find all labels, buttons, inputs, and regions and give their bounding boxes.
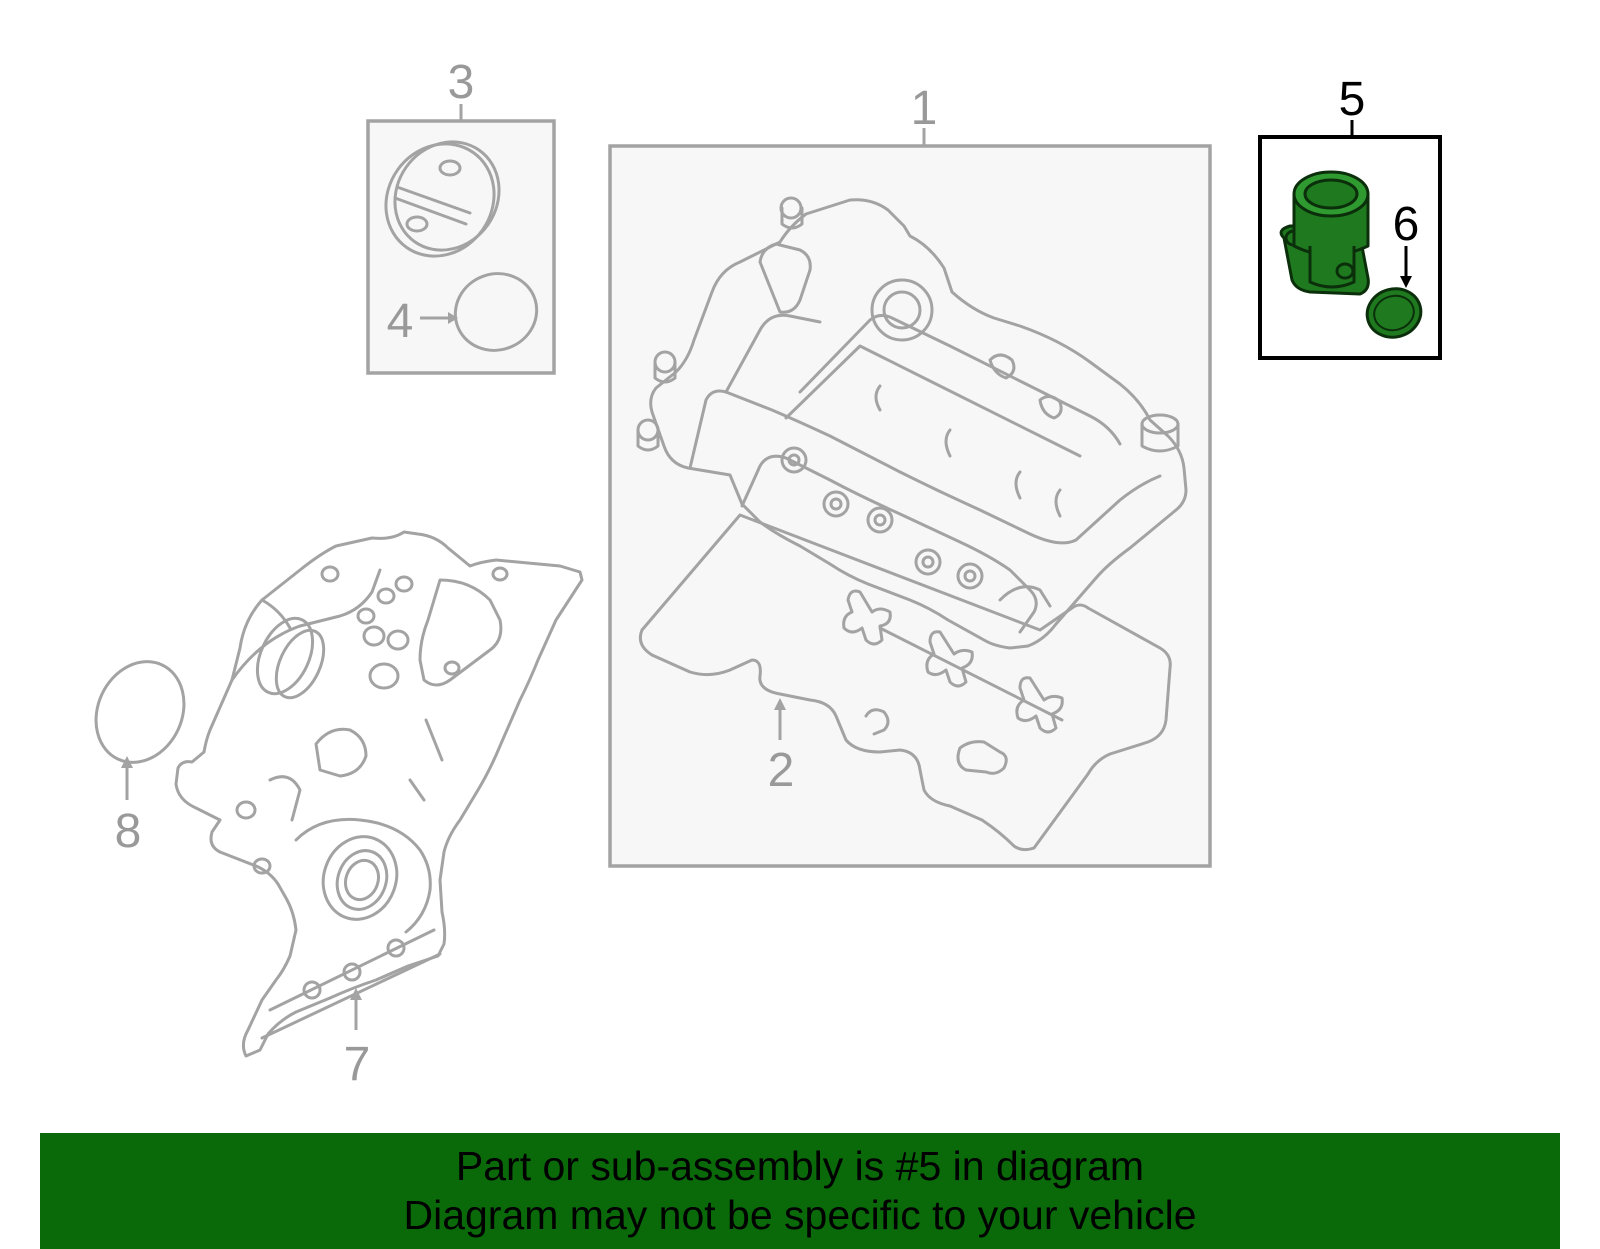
callout-2-arrowhead (774, 698, 786, 710)
cap-seal-ring[interactable] (444, 262, 547, 361)
valve-cover-gasket[interactable] (638, 513, 1172, 852)
timing-cover[interactable] (174, 530, 584, 1058)
oil-filler-neck[interactable] (1279, 170, 1370, 296)
callout-2: 2 (768, 744, 795, 797)
callout-8-arrowhead (121, 756, 133, 768)
callout-3: 3 (448, 56, 475, 109)
cap-assembly-group[interactable] (364, 104, 556, 375)
filler-neck-group[interactable] (1258, 120, 1442, 360)
callout-6: 6 (1393, 198, 1420, 251)
callout-6-arrowhead (1400, 276, 1412, 288)
timing-cover-seal[interactable] (80, 647, 200, 777)
callout-4: 4 (387, 295, 414, 348)
callout-4-arrowhead (448, 312, 458, 324)
valve-cover-frame (608, 144, 1212, 868)
valve-cover[interactable] (636, 196, 1188, 650)
info-banner: Part or sub-assembly is #5 in diagram Di… (40, 1133, 1560, 1249)
banner-line-part-number: Part or sub-assembly is #5 in diagram (455, 1143, 1145, 1189)
oil-filler-cap[interactable] (364, 121, 520, 277)
callout-7-arrowhead (350, 988, 362, 1000)
callout-5: 5 (1339, 73, 1366, 126)
callout-1: 1 (911, 82, 938, 135)
timing-cover-group[interactable] (80, 530, 584, 1058)
callout-8: 8 (115, 805, 142, 858)
banner-line-disclaimer: Diagram may not be specific to your vehi… (403, 1192, 1197, 1238)
callout-7: 7 (344, 1038, 371, 1091)
valve-cover-group[interactable] (608, 128, 1212, 868)
filler-neck-seal-inner (1373, 294, 1415, 332)
